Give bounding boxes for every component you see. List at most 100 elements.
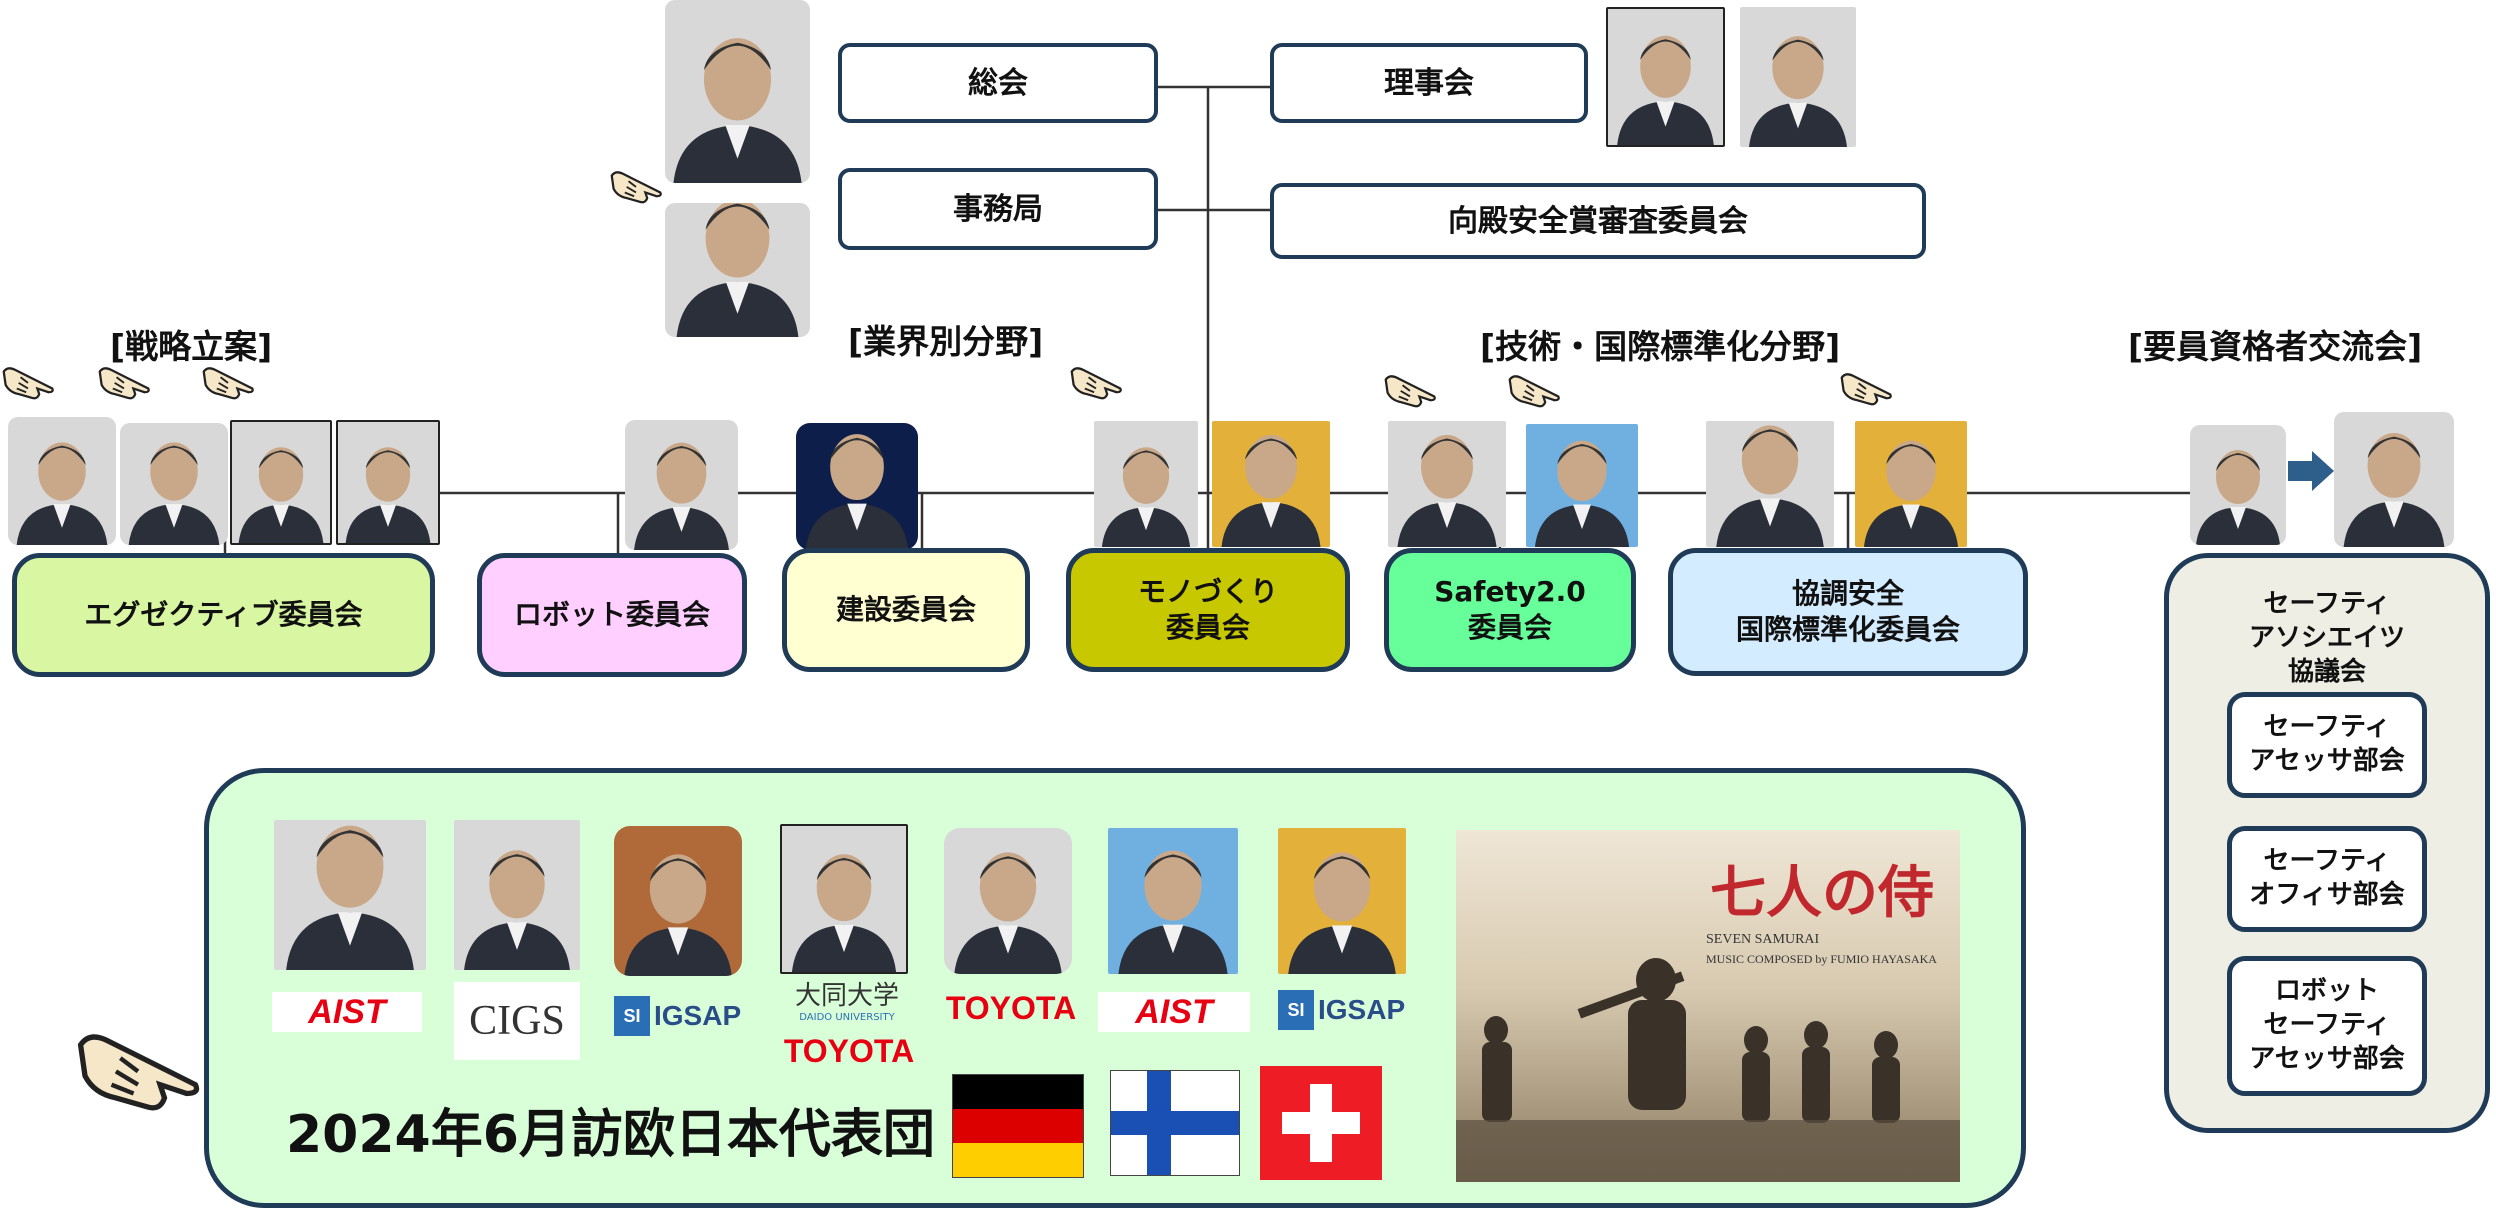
pointing-hand-icon <box>1840 373 1892 406</box>
portrait-photo <box>1094 421 1198 547</box>
pointing-hand-icon <box>1508 375 1560 408</box>
poster-credit: MUSIC COMPOSED by FUMIO HAYASAKA <box>1706 952 1937 966</box>
toyota-logo: TOYOTA <box>945 989 1077 1026</box>
poster-subtitle: SEVEN SAMURAI <box>1706 932 1820 947</box>
person-silhouette <box>1534 440 1630 547</box>
robot-safety-assessor-box: ロボット セーフティ アセッサ部会 <box>2227 956 2427 1096</box>
portrait-photo <box>1388 421 1506 547</box>
flag-swiss-cross-v <box>1310 1084 1332 1162</box>
person-silhouette <box>1397 434 1497 547</box>
portrait-photo <box>1526 424 1638 547</box>
portrait-photo <box>665 0 810 183</box>
daido-university-logo: 大同大学 DAIDO UNIVERSITY <box>772 976 922 1023</box>
person-silhouette <box>2343 433 2445 547</box>
portrait-photo <box>1855 421 1967 547</box>
daido-name: 大同大学 <box>794 981 899 1011</box>
pointing-hand-icon <box>77 1034 200 1111</box>
safety-assessor-box: セーフティ アセッサ部会 <box>2227 692 2427 798</box>
person-silhouette <box>791 854 897 972</box>
portrait-photo <box>796 423 918 550</box>
pointing-hand-icon <box>1384 375 1436 408</box>
portrait-photo <box>120 423 228 545</box>
person-silhouette <box>128 442 220 545</box>
portrait-photo <box>2190 425 2286 545</box>
arrow-right-icon <box>2288 451 2334 491</box>
technology-heading: [技術・国際標準化分野] <box>1480 327 1841 366</box>
person-silhouette <box>1221 434 1321 547</box>
portrait-photo <box>274 820 426 970</box>
robot-committee-box: ロボット委員会 <box>477 553 747 677</box>
portrait-photo <box>1212 421 1330 547</box>
pointing-hand-icon <box>98 367 150 400</box>
igsap-label: IGSAP <box>1318 994 1406 1025</box>
flag-switzerland <box>1260 1066 1382 1180</box>
pointing-hand-icon <box>202 367 254 400</box>
person-silhouette <box>1716 425 1824 547</box>
portrait-photo <box>336 420 440 545</box>
toyota-logo: TOYOTA <box>783 1032 915 1069</box>
person-silhouette <box>1101 447 1191 547</box>
person-silhouette <box>16 442 108 545</box>
poster-title: 七人の侍 <box>1710 860 1934 926</box>
safety20-committee-box: Safety2.0 委員会 <box>1384 548 1636 672</box>
portrait-photo <box>8 417 116 545</box>
person-silhouette <box>286 825 414 970</box>
pointing-hand-icon <box>610 171 662 204</box>
samurai-figures <box>1456 958 1960 1182</box>
cooperative-safety-committee-box: 協調安全 国際標準化委員会 <box>1668 548 2028 676</box>
safety-officer-box: セーフティ オフィサ部会 <box>2227 826 2427 932</box>
portrait-photo <box>780 824 908 974</box>
secretariat-box: 事務局 <box>838 168 1158 250</box>
person-silhouette <box>673 38 802 183</box>
portrait-photo <box>1706 421 1834 547</box>
person-silhouette <box>1749 36 1847 147</box>
igsap-label: IGSAP <box>654 1000 742 1031</box>
person-silhouette <box>624 854 732 976</box>
person-silhouette <box>464 850 570 970</box>
person-silhouette <box>345 447 431 543</box>
portrait-photo <box>1278 828 1406 974</box>
seven-samurai-poster: 七人の侍 SEVEN SAMURAI MUSIC COMPOSED by FUM… <box>1456 830 1960 1182</box>
igsap-mark: SI <box>614 996 650 1036</box>
flag-germany <box>952 1074 1084 1178</box>
pointing-hand-icon <box>2 367 54 400</box>
aist-logo: AIST <box>272 992 422 1032</box>
daido-sub: DAIDO UNIVERSITY <box>799 1012 895 1023</box>
council-title: セーフティ アソシエイツ 協議会 <box>2248 589 2405 687</box>
aist-logo: AIST <box>1098 992 1250 1032</box>
industry-heading: [業界別分野] <box>848 322 1044 361</box>
igsap-mark: SI <box>1278 990 1314 1030</box>
flag-finland-cross-h <box>1111 1111 1239 1135</box>
person-silhouette <box>1118 850 1228 974</box>
portrait-photo <box>454 820 580 970</box>
portrait-photo <box>2334 412 2454 547</box>
person-silhouette <box>676 203 799 337</box>
executive-committee-box: エグゼクティブ委員会 <box>12 553 435 677</box>
qualifiers-heading: [要員資格者交流会] <box>2128 327 2423 366</box>
person-silhouette <box>2196 450 2280 545</box>
person-silhouette <box>1863 440 1959 547</box>
person-silhouette <box>1617 35 1714 145</box>
strategy-heading: [戦略立案] <box>110 327 273 366</box>
person-silhouette <box>805 434 909 550</box>
person-silhouette <box>238 447 324 543</box>
portrait-photo <box>625 420 738 550</box>
cigs-logo: CIGS <box>454 982 580 1060</box>
board-box: 理事会 <box>1270 43 1588 123</box>
mukaidono-award-box: 向殿安全賞審査委員会 <box>1270 183 1926 259</box>
person-silhouette <box>634 442 729 550</box>
pointing-hand-icon <box>1070 367 1122 400</box>
general-meeting-box: 総会 <box>838 43 1158 123</box>
portrait-photo <box>944 828 1072 974</box>
person-silhouette <box>1288 852 1396 974</box>
portrait-photo <box>665 203 810 337</box>
portrait-photo <box>1740 7 1856 147</box>
portrait-photo <box>1108 828 1238 974</box>
flag-finland-cross-v <box>1147 1071 1171 1175</box>
flag-finland <box>1110 1070 1240 1176</box>
portrait-photo <box>230 420 332 545</box>
construction-committee-box: 建設委員会 <box>782 548 1030 672</box>
